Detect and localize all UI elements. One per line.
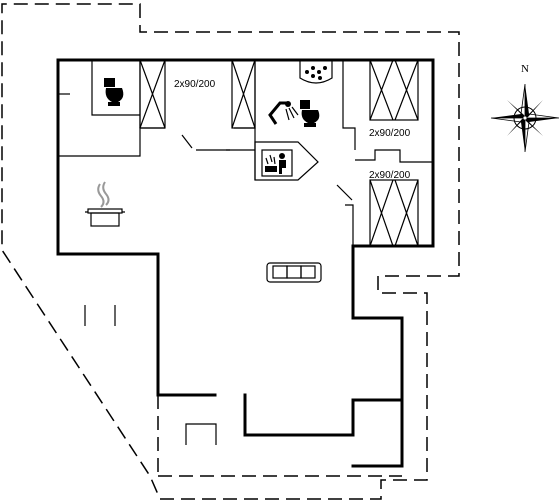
- shower-icon: [268, 101, 299, 125]
- terrace-table: [185, 423, 217, 445]
- compass-north-label: N: [521, 63, 529, 75]
- toilet-icon: [104, 78, 124, 106]
- hot-tub-icon: [299, 60, 333, 84]
- bath-block: [254, 141, 319, 181]
- bed-label-top: 2x90/200: [174, 79, 216, 90]
- bed-top-left: [139, 59, 166, 129]
- interior-walls: [58, 60, 433, 326]
- terrace-outline: [1, 3, 460, 500]
- bed-right-top: [369, 59, 419, 121]
- bed-label-right-1: 2x90/200: [369, 128, 411, 139]
- sofa-icon: [266, 262, 322, 283]
- toilet-icon: [300, 100, 320, 127]
- stove-pot-icon: [85, 181, 125, 227]
- sauna-icon: [261, 149, 293, 177]
- bed-label-right-2: 2x90/200: [369, 170, 411, 181]
- compass-rose-icon: N: [490, 63, 560, 153]
- exterior-walls: [56, 58, 435, 468]
- bed-top-middle: [231, 59, 256, 129]
- bed-right-bottom: [369, 179, 419, 247]
